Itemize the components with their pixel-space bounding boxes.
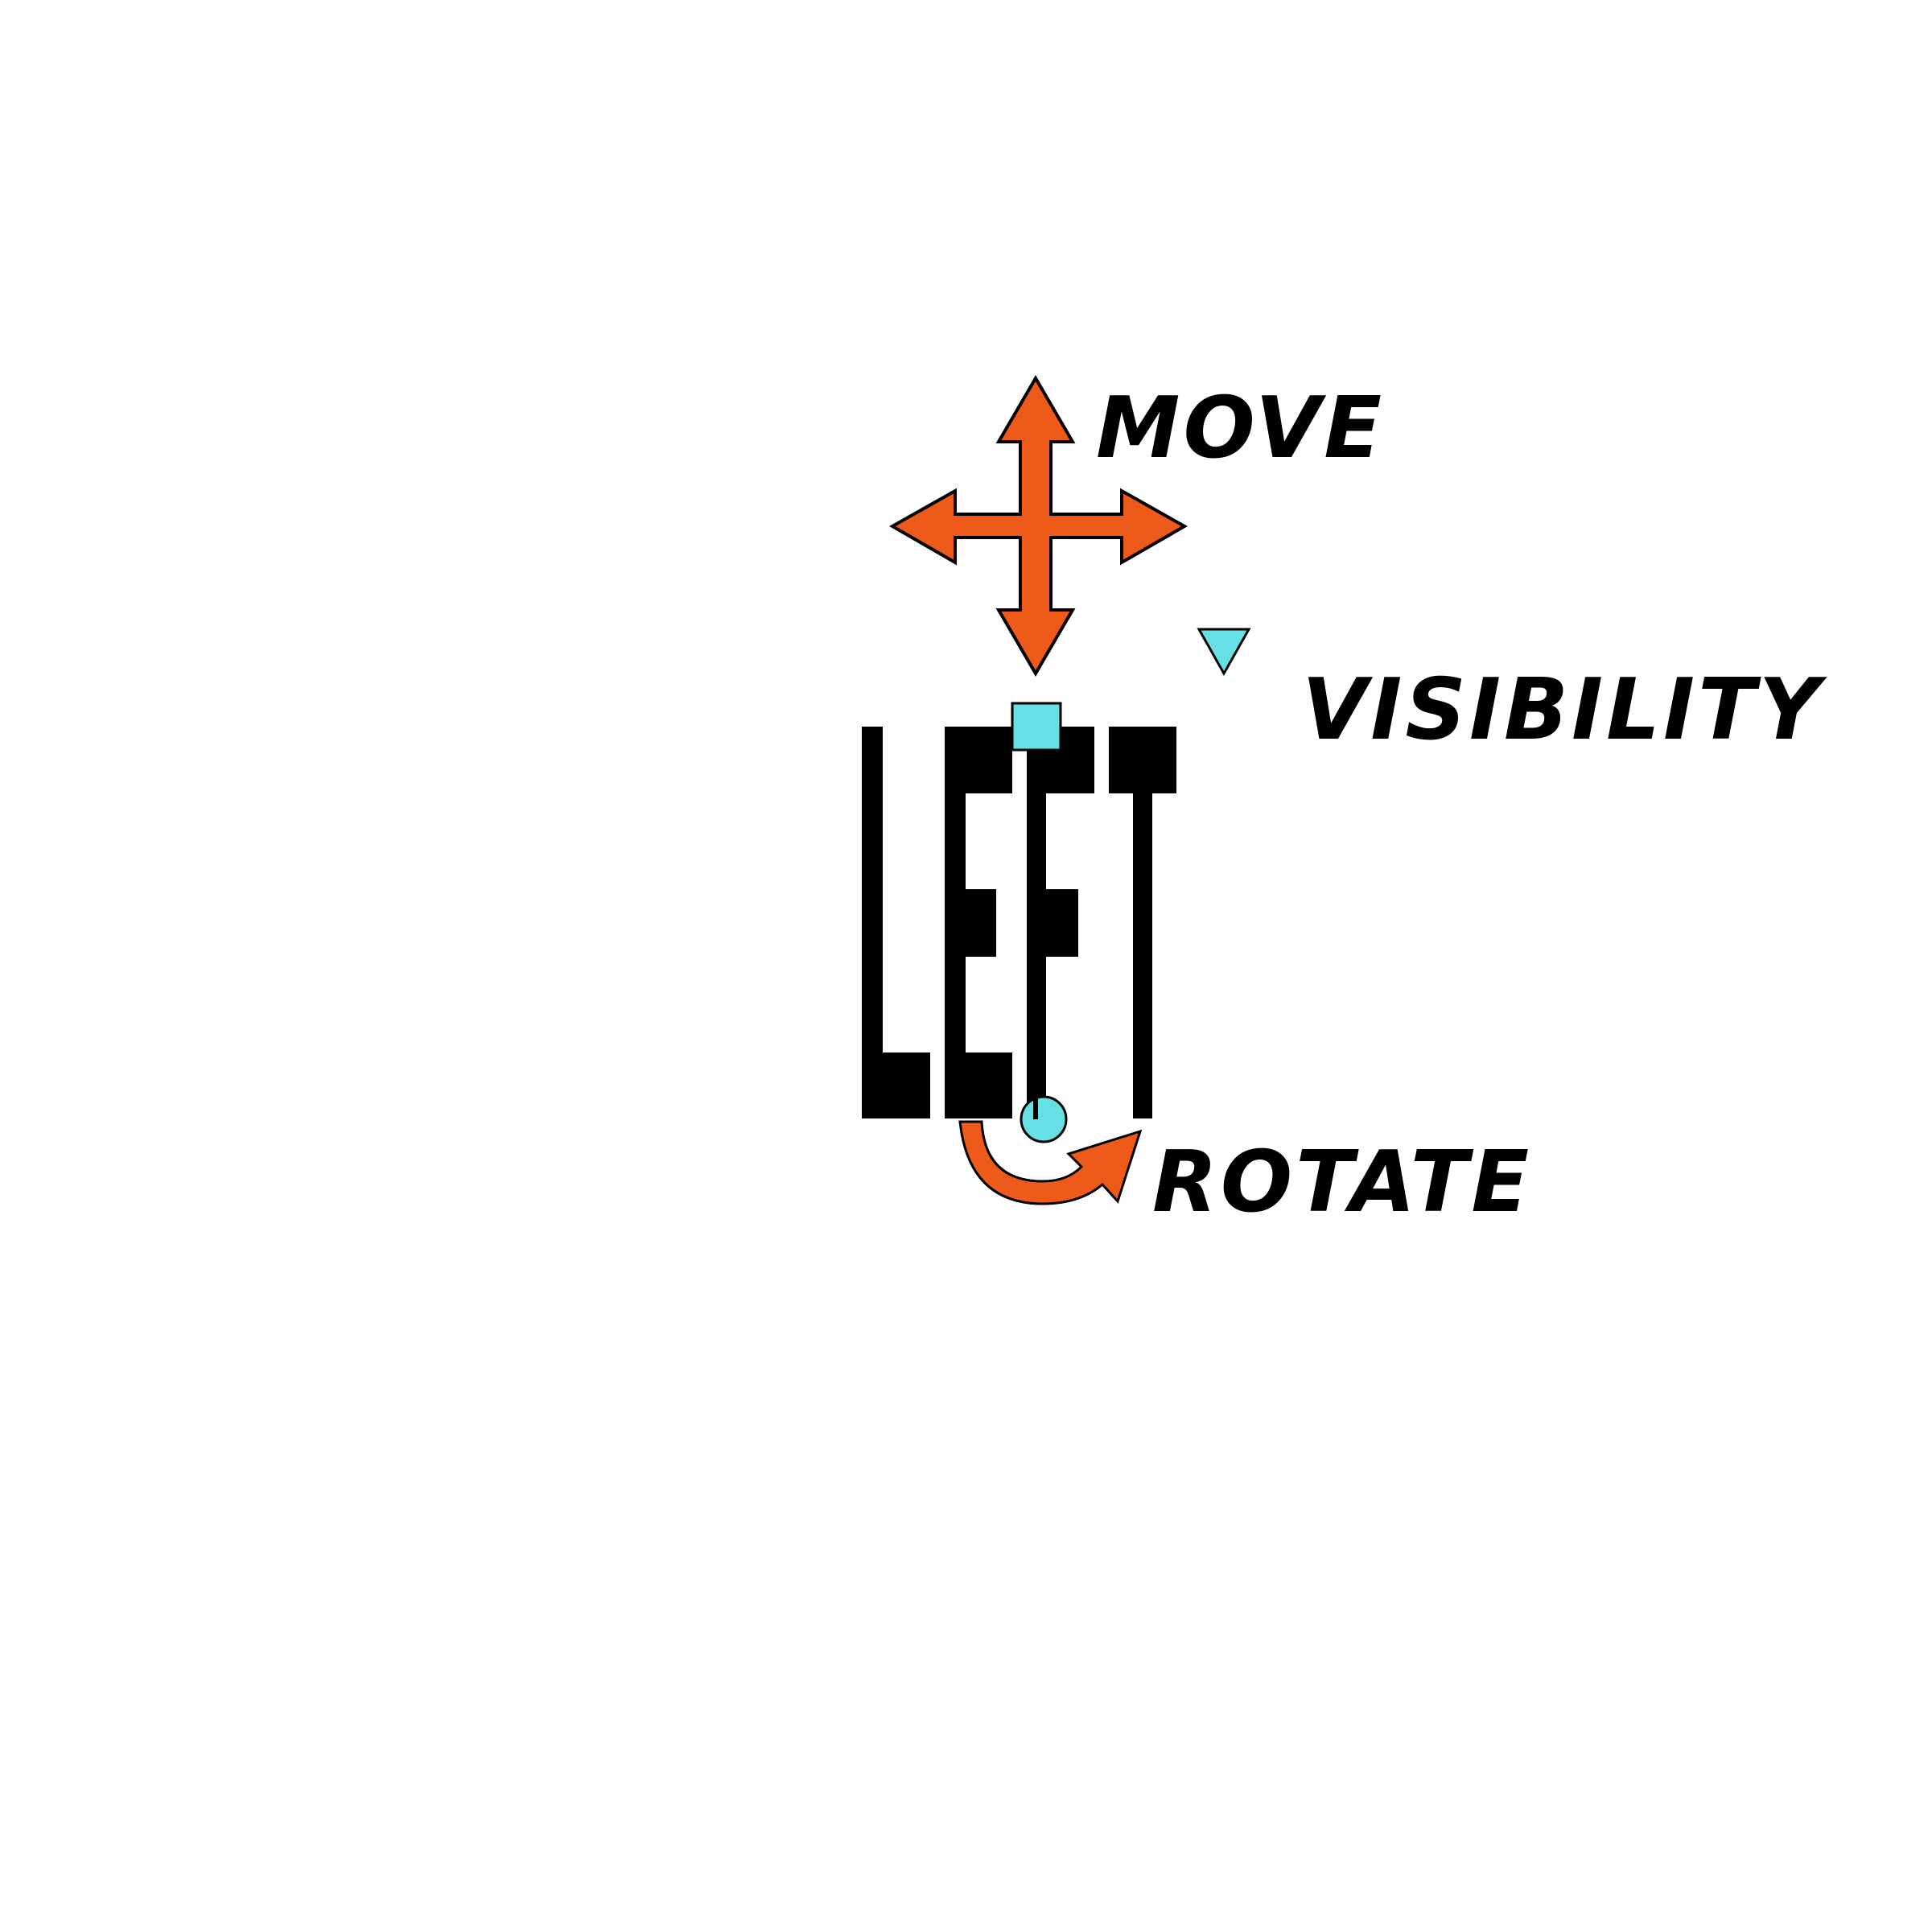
square-handle-icon[interactable]	[1011, 702, 1062, 752]
circle-handle-icon[interactable]	[1020, 1095, 1068, 1143]
letter-t	[1109, 727, 1176, 1118]
move-arrow-icon	[888, 375, 1188, 677]
visibility-label: VISIBILITY	[1302, 661, 1827, 759]
move-label: MOVE	[1096, 379, 1385, 477]
rotate-arrow-shape	[958, 1120, 1143, 1205]
left-word-shape	[862, 727, 1176, 1118]
rotate-label: ROTATE	[1152, 1133, 1532, 1231]
letter-l	[862, 727, 930, 1118]
letter-e	[945, 727, 1012, 1118]
move-arrow-shape	[888, 375, 1188, 677]
rotate-arrow-icon	[958, 1120, 1143, 1205]
visibility-triangle-shape	[1197, 628, 1251, 677]
visibility-triangle-icon	[1197, 628, 1251, 677]
